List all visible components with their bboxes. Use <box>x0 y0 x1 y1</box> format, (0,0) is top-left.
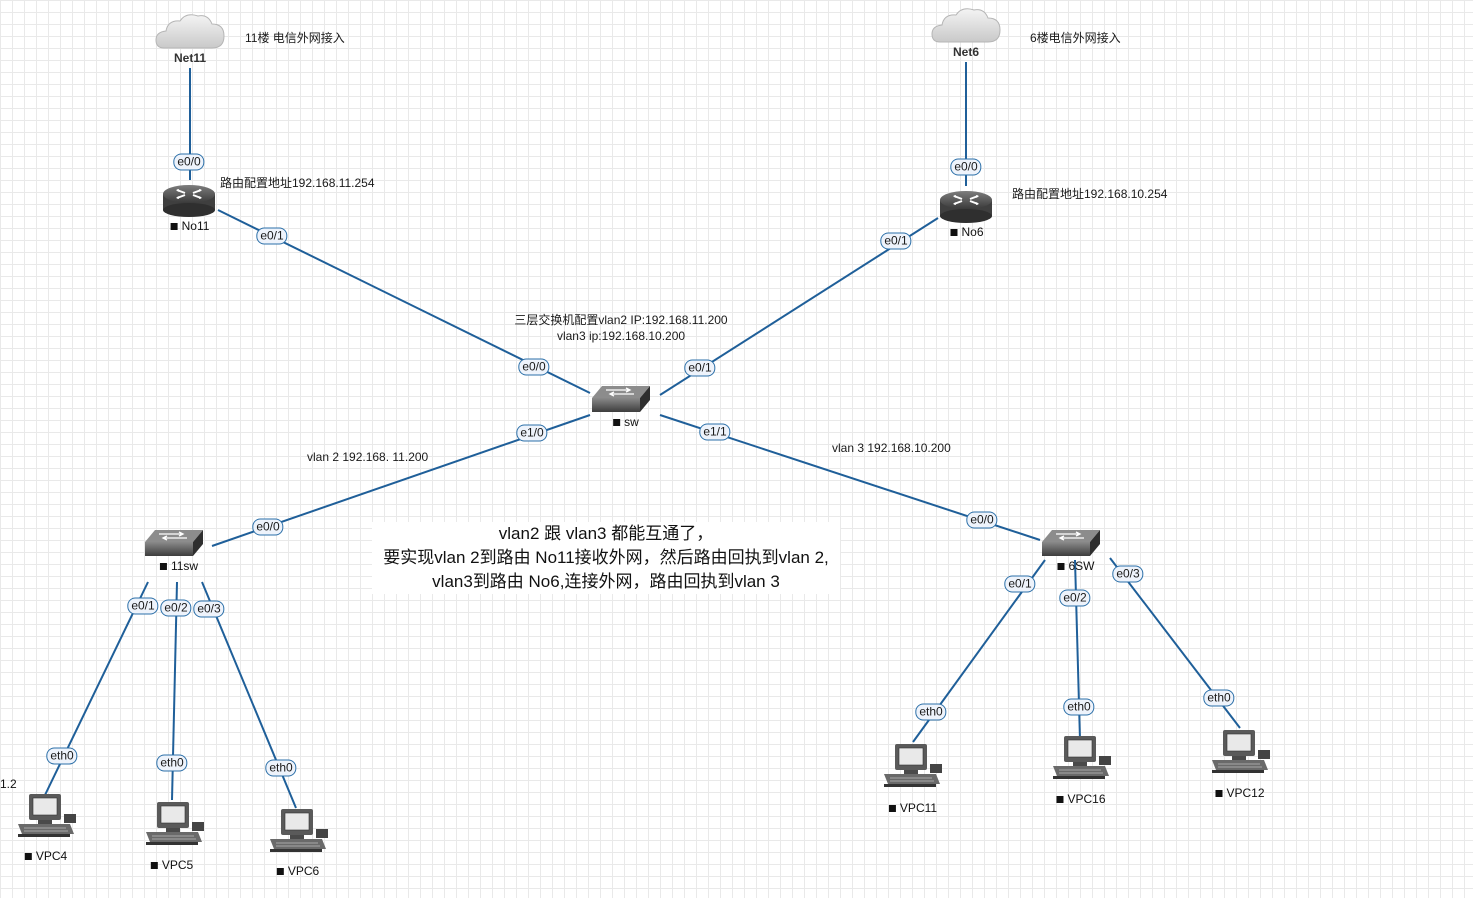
device-name: VPC5 <box>161 858 194 872</box>
device-name: No11 <box>181 219 210 233</box>
port-label-11sw-e02: e0/2 <box>160 599 192 617</box>
port-label-6sw-e00: e0/0 <box>966 511 998 529</box>
pc-icon-vpc16[interactable] <box>1052 735 1112 780</box>
device-label-vpc4: VPC4 <box>24 849 68 863</box>
port-label-vpc6-eth0: eth0 <box>265 759 297 777</box>
switch-icon-11sw[interactable] <box>144 529 204 557</box>
device-label-vpc6: VPC6 <box>276 864 320 878</box>
switch-icon-6sw[interactable] <box>1041 529 1101 557</box>
device-name: VPC6 <box>287 864 320 878</box>
status-square-icon <box>159 563 167 570</box>
device-label-sw: sw <box>613 415 639 429</box>
port-label-11sw-e03: e0/3 <box>193 600 225 618</box>
device-label-vpc5: VPC5 <box>150 858 194 872</box>
note-floor11-access: 11楼 电信外网接入 <box>245 31 345 45</box>
status-square-icon <box>950 229 958 236</box>
port-label-sw-e10: e1/0 <box>516 424 548 442</box>
router-icon-no11[interactable] <box>162 184 216 218</box>
pc-icon-vpc11[interactable] <box>883 743 943 788</box>
status-square-icon <box>613 419 621 426</box>
center-annotation: vlan2 跟 vlan3 都能互通了， 要实现vlan 2到路由 No11接收… <box>372 522 840 594</box>
port-label-no6-e00: e0/0 <box>950 158 982 176</box>
status-square-icon <box>1056 796 1064 803</box>
port-label-sw-e11: e1/1 <box>699 423 731 441</box>
status-square-icon <box>888 805 896 812</box>
device-label-vpc12: VPC12 <box>1215 786 1265 800</box>
pc-icon-vpc5[interactable] <box>145 801 205 846</box>
pc-icon-vpc6[interactable] <box>269 808 329 853</box>
device-name: sw <box>624 415 639 429</box>
port-label-no11-e01: e0/1 <box>256 227 288 245</box>
device-label-11sw: 11sw <box>159 559 199 573</box>
device-label-vpc11: VPC11 <box>888 801 938 815</box>
note-vlan2: vlan 2 192.168. 11.200 <box>307 450 429 464</box>
port-label-6sw-e02: e0/2 <box>1059 589 1091 607</box>
port-label-6sw-e03: e0/3 <box>1112 565 1144 583</box>
port-label-vpc5-eth0: eth0 <box>156 754 188 772</box>
note-vlan3: vlan 3 192.168.10.200 <box>832 441 951 455</box>
device-name: 6SW <box>1068 559 1095 573</box>
status-square-icon <box>1215 790 1223 797</box>
center-annotation-line2: 要实现vlan 2到路由 No11接收外网，然后路由回执到vlan 2, <box>383 548 829 567</box>
note-l3-switch-line1: 三层交换机配置vlan2 IP:192.168.11.200 <box>514 313 728 327</box>
center-annotation-line3: vlan3到路由 No6,连接外网，路由回执到vlan 3 <box>432 572 780 591</box>
device-label-vpc16: VPC16 <box>1056 792 1106 806</box>
router-icon-no6[interactable] <box>939 190 993 224</box>
port-label-sw-e01: e0/1 <box>684 359 716 377</box>
note-no11-address: 路由配置地址192.168.11.254 <box>220 176 375 190</box>
status-square-icon <box>1057 563 1065 570</box>
port-label-6sw-e01: e0/1 <box>1004 575 1036 593</box>
status-square-icon <box>170 223 178 230</box>
port-label-no11-e00: e0/0 <box>173 153 205 171</box>
port-label-vpc16-eth0: eth0 <box>1063 698 1095 716</box>
device-name: VPC16 <box>1067 792 1106 806</box>
note-floor6-access: 6楼电信外网接入 <box>1030 31 1121 45</box>
status-square-icon <box>150 862 158 869</box>
cloud-label-net6: Net6 <box>952 45 980 59</box>
cloud-label-net11: Net11 <box>173 51 207 65</box>
note-left-edge: 1.2 <box>0 777 17 791</box>
device-label-no6: No6 <box>950 225 984 239</box>
port-label-vpc12-eth0: eth0 <box>1203 689 1235 707</box>
device-name: VPC12 <box>1226 786 1265 800</box>
device-name: VPC4 <box>35 849 68 863</box>
note-no6-address: 路由配置地址192.168.10.254 <box>1012 187 1168 201</box>
device-name: VPC11 <box>899 801 938 815</box>
port-label-no6-e01: e0/1 <box>880 232 912 250</box>
port-label-sw-e00: e0/0 <box>518 358 550 376</box>
switch-icon-sw[interactable] <box>591 385 651 413</box>
device-name: No6 <box>961 225 984 239</box>
device-name: 11sw <box>170 559 199 573</box>
status-square-icon <box>276 868 284 875</box>
port-label-vpc11-eth0: eth0 <box>915 703 947 721</box>
device-label-6sw: 6SW <box>1057 559 1095 573</box>
note-l3-switch-line2: vlan3 ip:192.168.10.200 <box>556 329 686 343</box>
cloud-icon-net11[interactable] <box>155 14 225 49</box>
pc-icon-vpc12[interactable] <box>1211 729 1271 774</box>
port-label-vpc4-eth0: eth0 <box>46 747 78 765</box>
status-square-icon <box>24 853 32 860</box>
port-label-11sw-e01: e0/1 <box>127 597 159 615</box>
cloud-icon-net6[interactable] <box>931 8 1001 43</box>
device-label-no11: No11 <box>170 219 210 233</box>
pc-icon-vpc4[interactable] <box>17 793 77 838</box>
center-annotation-line1: vlan2 跟 vlan3 都能互通了， <box>498 524 714 543</box>
port-label-11sw-e00: e0/0 <box>252 518 284 536</box>
